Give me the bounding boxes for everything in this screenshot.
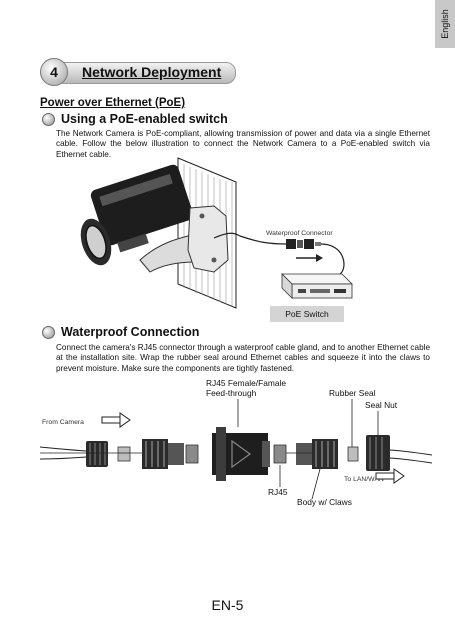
- rj45-feedthrough: [212, 427, 270, 481]
- from-camera-label: From Camera: [42, 419, 84, 426]
- to-lan-label: To LAN/WAN: [344, 476, 384, 483]
- rubber-seal-label: Rubber Seal: [329, 388, 376, 398]
- body-claws-lan-side: [296, 439, 338, 469]
- language-tab: English: [435, 0, 455, 48]
- waterproof-heading: Waterproof Connection: [42, 325, 199, 339]
- body-claws-label: Body w/ Claws: [297, 497, 352, 507]
- section-number: 4: [40, 58, 68, 86]
- body-claws-camera-side: [142, 439, 184, 469]
- camera-illustration: [80, 164, 194, 266]
- subsection-title: Power over Ethernet (PoE): [40, 97, 186, 109]
- arrow-right-icon: [101, 412, 131, 428]
- arrow-right-icon: [296, 254, 323, 262]
- poe-switch-illustration: [281, 273, 353, 299]
- language-tab-label: English: [440, 9, 450, 39]
- lan-side-cable: [389, 449, 433, 456]
- poe-heading-text: Using a PoE-enabled switch: [61, 112, 228, 126]
- seal-nut-lan-side: [366, 435, 390, 471]
- camera-side-cable: [39, 446, 87, 452]
- arrow-right-icon: [375, 468, 405, 484]
- rj45-label: RJ45: [268, 487, 288, 497]
- waterproof-diagram: [39, 399, 433, 500]
- page-number: EN-5: [211, 597, 244, 613]
- rubber-seal-lan-side: [347, 446, 359, 462]
- feedthrough-label-line1: RJ45 Female/Famale: [206, 378, 287, 388]
- connector-cable: [320, 243, 345, 275]
- poe-illustration: [80, 157, 353, 309]
- waterproof-connector-icon: [286, 239, 321, 249]
- waterproof-paragraph: Connect the camera's RJ45 connector thro…: [56, 343, 430, 373]
- rj45-plug-lan-side: [273, 444, 287, 464]
- bullet-icon: [42, 112, 55, 126]
- waterproof-connector-label: Waterproof Connector: [266, 230, 333, 237]
- poe-paragraph: The Network Camera is PoE-compliant, all…: [56, 129, 430, 159]
- section-header: 4 Network Deployment: [40, 58, 236, 86]
- seal-nut-label: Seal Nut: [365, 400, 398, 410]
- seal-nut-camera-side: [86, 441, 108, 467]
- poe-switch-label: PoE Switch: [270, 306, 344, 322]
- waterproof-heading-text: Waterproof Connection: [61, 325, 200, 339]
- feedthrough-label-line2: Feed-through: [206, 388, 257, 398]
- rj45-plug-camera-side: [185, 444, 199, 464]
- wall-mount-bracket: [139, 205, 229, 273]
- poe-heading: Using a PoE-enabled switch: [42, 112, 228, 126]
- bullet-icon: [42, 325, 55, 339]
- camera-cable: [213, 232, 287, 245]
- section-title: Network Deployment: [82, 64, 222, 80]
- rubber-seal-camera-side: [117, 446, 131, 462]
- leader-lines: [237, 399, 379, 500]
